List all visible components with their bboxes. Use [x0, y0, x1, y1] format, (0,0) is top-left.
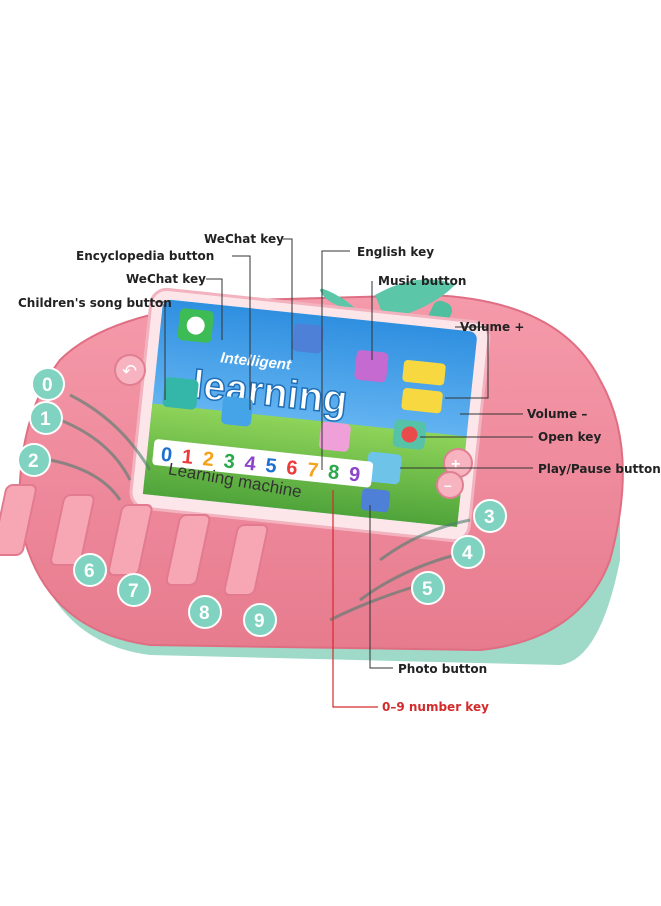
label-number-keys: 0–9 number key — [382, 700, 489, 714]
leaf-left — [320, 288, 360, 312]
play-pause-icon[interactable] — [365, 451, 402, 485]
label-play-pause: Play/Pause button — [538, 462, 661, 476]
leaf-right — [375, 279, 455, 320]
wechat-icon — [186, 316, 205, 335]
number-key-label-9: 9 — [254, 611, 265, 632]
number-key-label-8: 8 — [199, 603, 210, 624]
label-volume-plus: Volume + — [460, 320, 525, 334]
encyclopedia-app-icon[interactable] — [221, 396, 254, 427]
screen-number-5: 5 — [264, 455, 277, 478]
childrens-song-app-icon[interactable] — [162, 377, 199, 410]
number-key-8[interactable] — [188, 595, 222, 629]
number-key-label-2: 2 — [28, 451, 39, 472]
screen-number-2: 2 — [202, 448, 215, 471]
volume-down-icon[interactable] — [401, 388, 443, 414]
replay-button[interactable] — [114, 354, 146, 386]
number-key-label-0: 0 — [42, 375, 53, 396]
label-music-button: Music button — [378, 274, 467, 288]
music-app-icon[interactable] — [354, 350, 389, 383]
number-key-label-6: 6 — [84, 561, 95, 582]
label-childrens-song: Children's song button — [18, 296, 172, 310]
screen-number-4: 4 — [243, 452, 257, 475]
english-app-icon[interactable] — [318, 421, 351, 452]
number-key-7[interactable] — [117, 573, 151, 607]
label-photo-button: Photo button — [398, 662, 488, 676]
screen-number-3: 3 — [223, 450, 236, 473]
label-wechat-left: WeChat key — [126, 272, 206, 286]
label-wechat-top: WeChat key — [204, 232, 284, 246]
screen-number-9: 9 — [348, 463, 361, 486]
leader-lines — [155, 238, 533, 669]
key-channels — [49, 393, 471, 622]
screen-number-6: 6 — [285, 457, 298, 480]
number-key-6[interactable] — [73, 553, 107, 587]
plus-symbol: + — [451, 456, 460, 473]
number-key-2[interactable] — [17, 443, 51, 477]
number-key-label-5: 5 — [422, 579, 433, 600]
number-key-label-3: 3 — [484, 507, 495, 528]
number-key-9[interactable] — [243, 603, 277, 637]
number-key-5[interactable] — [411, 571, 445, 605]
open-icon — [401, 426, 418, 443]
number-strip — [152, 439, 374, 488]
number-key-4[interactable] — [451, 535, 485, 569]
story-app-icon[interactable] — [292, 323, 325, 354]
label-volume-minus: Volume – — [527, 407, 588, 421]
screen-number-1: 1 — [181, 446, 194, 469]
screen-number-8: 8 — [327, 461, 340, 484]
volume-up-icon[interactable] — [402, 359, 446, 386]
number-key-label-1: 1 — [40, 409, 51, 430]
number-key-label-4: 4 — [462, 543, 473, 564]
screen-title-large: learning — [190, 363, 349, 423]
label-open-key: Open key — [538, 430, 602, 444]
minus-symbol: – — [444, 477, 452, 493]
comb-keys[interactable] — [0, 484, 269, 596]
label-encyclopedia: Encyclopedia button — [76, 249, 215, 263]
volume-minus-key[interactable] — [436, 471, 464, 499]
number-key-leader — [332, 490, 378, 708]
number-key-0[interactable] — [31, 367, 65, 401]
screen-number-0: 0 — [160, 444, 173, 467]
photo-icon[interactable] — [360, 488, 391, 513]
screen-number-7: 7 — [306, 459, 319, 482]
label-english-key: English key — [357, 245, 435, 259]
number-key-label-7: 7 — [128, 581, 139, 602]
number-key-3[interactable] — [473, 499, 507, 533]
replay-icon: ↶ — [122, 361, 137, 381]
number-key-1[interactable] — [29, 401, 63, 435]
